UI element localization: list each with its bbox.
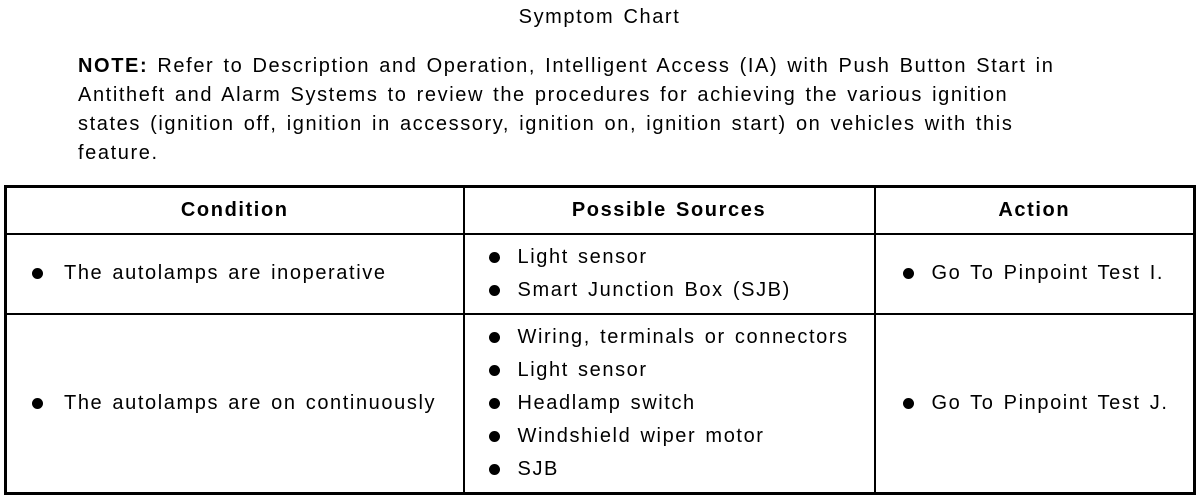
- list-item: SJB: [465, 453, 874, 486]
- list-item: The autolamps are on continuously: [7, 387, 463, 420]
- bullet-icon: [32, 397, 43, 409]
- list-item-text: Smart Junction Box (SJB): [517, 278, 791, 301]
- list-item-text: The autolamps are inoperative: [64, 262, 387, 284]
- bullet-icon: [902, 397, 914, 409]
- table-header-row: Condition Possible Sources Action: [4, 185, 1196, 235]
- note-paragraph: NOTE: Refer to Description and Operation…: [78, 52, 1138, 168]
- note-label: NOTE:: [78, 55, 149, 77]
- table-row: The autolamps are on continuously Wiring…: [4, 312, 1196, 495]
- symptom-table: Condition Possible Sources Action The au…: [4, 185, 1196, 495]
- list-item: Go To Pinpoint Test J.: [876, 387, 1194, 420]
- column-header-possible-sources: Possible Sources: [462, 185, 876, 235]
- possible-sources-cell: Light sensor Smart Junction Box (SJB): [462, 232, 876, 315]
- list-item: Smart Junction Box (SJB): [465, 274, 874, 307]
- note-line: feature.: [78, 142, 159, 164]
- bullet-icon: [32, 268, 43, 279]
- bullet-icon: [488, 430, 500, 442]
- note-text: Refer to Description and Operation, Inte…: [157, 55, 1055, 77]
- bullet-icon: [488, 364, 500, 376]
- bullet-icon: [488, 463, 500, 475]
- action-cell: Go To Pinpoint Test J.: [873, 312, 1196, 495]
- page-title: Symptom Chart: [518, 6, 681, 28]
- condition-cell: The autolamps are on continuously: [4, 312, 465, 495]
- possible-sources-cell: Wiring, terminals or connectors Light se…: [462, 312, 876, 495]
- bullet-icon: [488, 251, 500, 263]
- list-item-text: Go To Pinpoint Test J.: [931, 391, 1169, 414]
- list-item-text: Wiring, terminals or connectors: [517, 325, 849, 348]
- list-item-text: Light sensor: [517, 358, 648, 381]
- bullet-icon: [488, 331, 500, 343]
- column-header-condition: Condition: [4, 185, 465, 235]
- table-row: The autolamps are inoperative Light sens…: [4, 232, 1196, 315]
- condition-cell: The autolamps are inoperative: [4, 232, 465, 315]
- list-item: Go To Pinpoint Test I.: [876, 257, 1194, 290]
- list-item-text: SJB: [517, 457, 559, 480]
- note-line: Antitheft and Alarm Systems to review th…: [78, 84, 1009, 106]
- list-item: Light sensor: [465, 241, 874, 274]
- list-item-text: Headlamp switch: [517, 391, 696, 414]
- note-line: states (ignition off, ignition in access…: [78, 113, 1014, 135]
- bullet-icon: [488, 284, 500, 296]
- action-cell: Go To Pinpoint Test I.: [873, 232, 1196, 315]
- bullet-icon: [488, 397, 500, 409]
- list-item-text: Windshield wiper motor: [517, 424, 765, 447]
- list-item: Light sensor: [465, 354, 874, 387]
- list-item-text: Go To Pinpoint Test I.: [931, 262, 1165, 284]
- bullet-icon: [902, 268, 914, 279]
- list-item: Headlamp switch: [465, 387, 874, 420]
- list-item: The autolamps are inoperative: [7, 257, 463, 290]
- list-item-text: Light sensor: [517, 245, 648, 268]
- note-line: NOTE: Refer to Description and Operation…: [78, 52, 1138, 81]
- column-header-action: Action: [873, 185, 1196, 235]
- list-item: Wiring, terminals or connectors: [465, 321, 874, 354]
- list-item-text: The autolamps are on continuously: [64, 391, 437, 414]
- list-item: Windshield wiper motor: [465, 420, 874, 453]
